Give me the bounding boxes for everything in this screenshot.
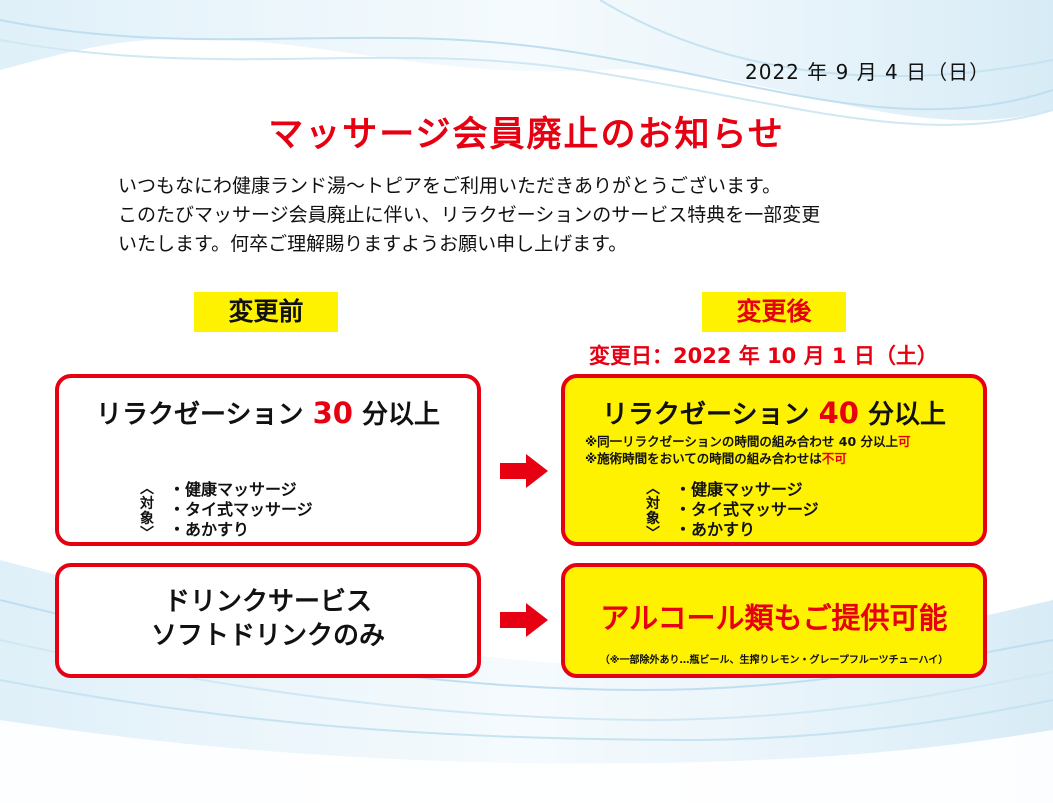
relax-prefix: リラクゼーション [96,400,313,430]
target-label: ︿ 対 象 ﹀ [645,482,661,542]
list-item: ・あかすり [169,520,250,539]
target-char: 象 [646,511,660,527]
note-text: ※同一リラクゼーションの時間の組み合わせ 40 分以上 [585,434,899,449]
after-drink-box: アルコール類もご提供可能 （※一部除外あり…瓶ビール、生搾りレモン・グレープフル… [561,563,987,678]
target-bracket-bottom: ﹀ [646,526,660,542]
intro-line: このたびマッサージ会員廃止に伴い、リラクゼーションのサービス特典を一部変更 [118,204,821,226]
page-title: マッサージ会員廃止のお知らせ [268,115,785,155]
note-mark: 可 [898,434,911,449]
target-bracket-top: ︿ [140,481,154,497]
change-date: 変更日：2022 年 10 月 1 日（土） [589,344,938,368]
notice-date: 2022 年 9 月 4 日（日） [745,60,991,84]
after-relaxation-heading: リラクゼーション 40 分以上 [565,394,983,431]
target-char: 対 [646,496,660,512]
before-relaxation-heading: リラクゼーション 30 分以上 [59,394,477,431]
intro-line: いつもなにわ健康ランド湯〜トピアをご利用いただきありがとうございます。 [118,175,782,197]
note-line: ※施術時間をおいての時間の組み合わせは不可 [585,450,911,467]
intro-text: いつもなにわ健康ランド湯〜トピアをご利用いただきありがとうございます。 このたび… [118,172,820,259]
target-list: ・健康マッサージ ・タイ式マッサージ ・あかすり [675,480,819,540]
list-item: ・あかすり [675,520,756,539]
drink-line: ソフトドリンクのみ [150,621,385,651]
right-arrow-icon [500,603,548,637]
note-line: ※同一リラクゼーションの時間の組み合わせ 40 分以上可 [585,433,911,450]
target-char: 象 [140,511,154,527]
note-mark: 不可 [821,451,847,466]
target-list: ・健康マッサージ ・タイ式マッサージ ・あかすり [169,480,313,540]
after-relaxation-box: リラクゼーション 40 分以上 ※同一リラクゼーションの時間の組み合わせ 40 … [561,374,987,546]
relax-suffix: 分以上 [858,400,946,430]
after-drink-heading: アルコール類もご提供可能 [600,601,948,635]
note-text: ※施術時間をおいての時間の組み合わせは [585,451,822,466]
target-bracket-bottom: ﹀ [140,526,154,542]
list-item: ・タイ式マッサージ [169,500,313,519]
after-label: 変更後 [702,292,846,332]
relaxation-notes: ※同一リラクゼーションの時間の組み合わせ 40 分以上可 ※施術時間をおいての時… [585,433,911,467]
target-label: ︿ 対 象 ﹀ [139,482,155,542]
relax-suffix: 分以上 [352,400,440,430]
drink-note: （※一部除外あり…瓶ビール、生搾りレモン・グレープフルーツチューハイ） [599,655,949,666]
relax-prefix: リラクゼーション [602,400,819,430]
relax-minutes: 30 [312,396,353,430]
before-relaxation-box: リラクゼーション 30 分以上 ︿ 対 象 ﹀ ・健康マッサージ ・タイ式マッサ… [55,374,481,546]
target-bracket-top: ︿ [646,481,660,497]
relax-minutes: 40 [818,396,859,430]
list-item: ・タイ式マッサージ [675,500,819,519]
drink-line: ドリンクサービス [163,587,372,617]
list-item: ・健康マッサージ [675,480,803,499]
right-arrow-icon [500,454,548,488]
list-item: ・健康マッサージ [169,480,297,499]
before-drink-box: ドリンクサービス ソフトドリンクのみ [55,563,481,678]
intro-line: いたします。何卒ご理解賜りますようお願い申し上げます。 [118,233,628,255]
before-drink-heading: ドリンクサービス ソフトドリンクのみ [59,585,477,653]
target-char: 対 [140,496,154,512]
before-label: 変更前 [194,292,338,332]
